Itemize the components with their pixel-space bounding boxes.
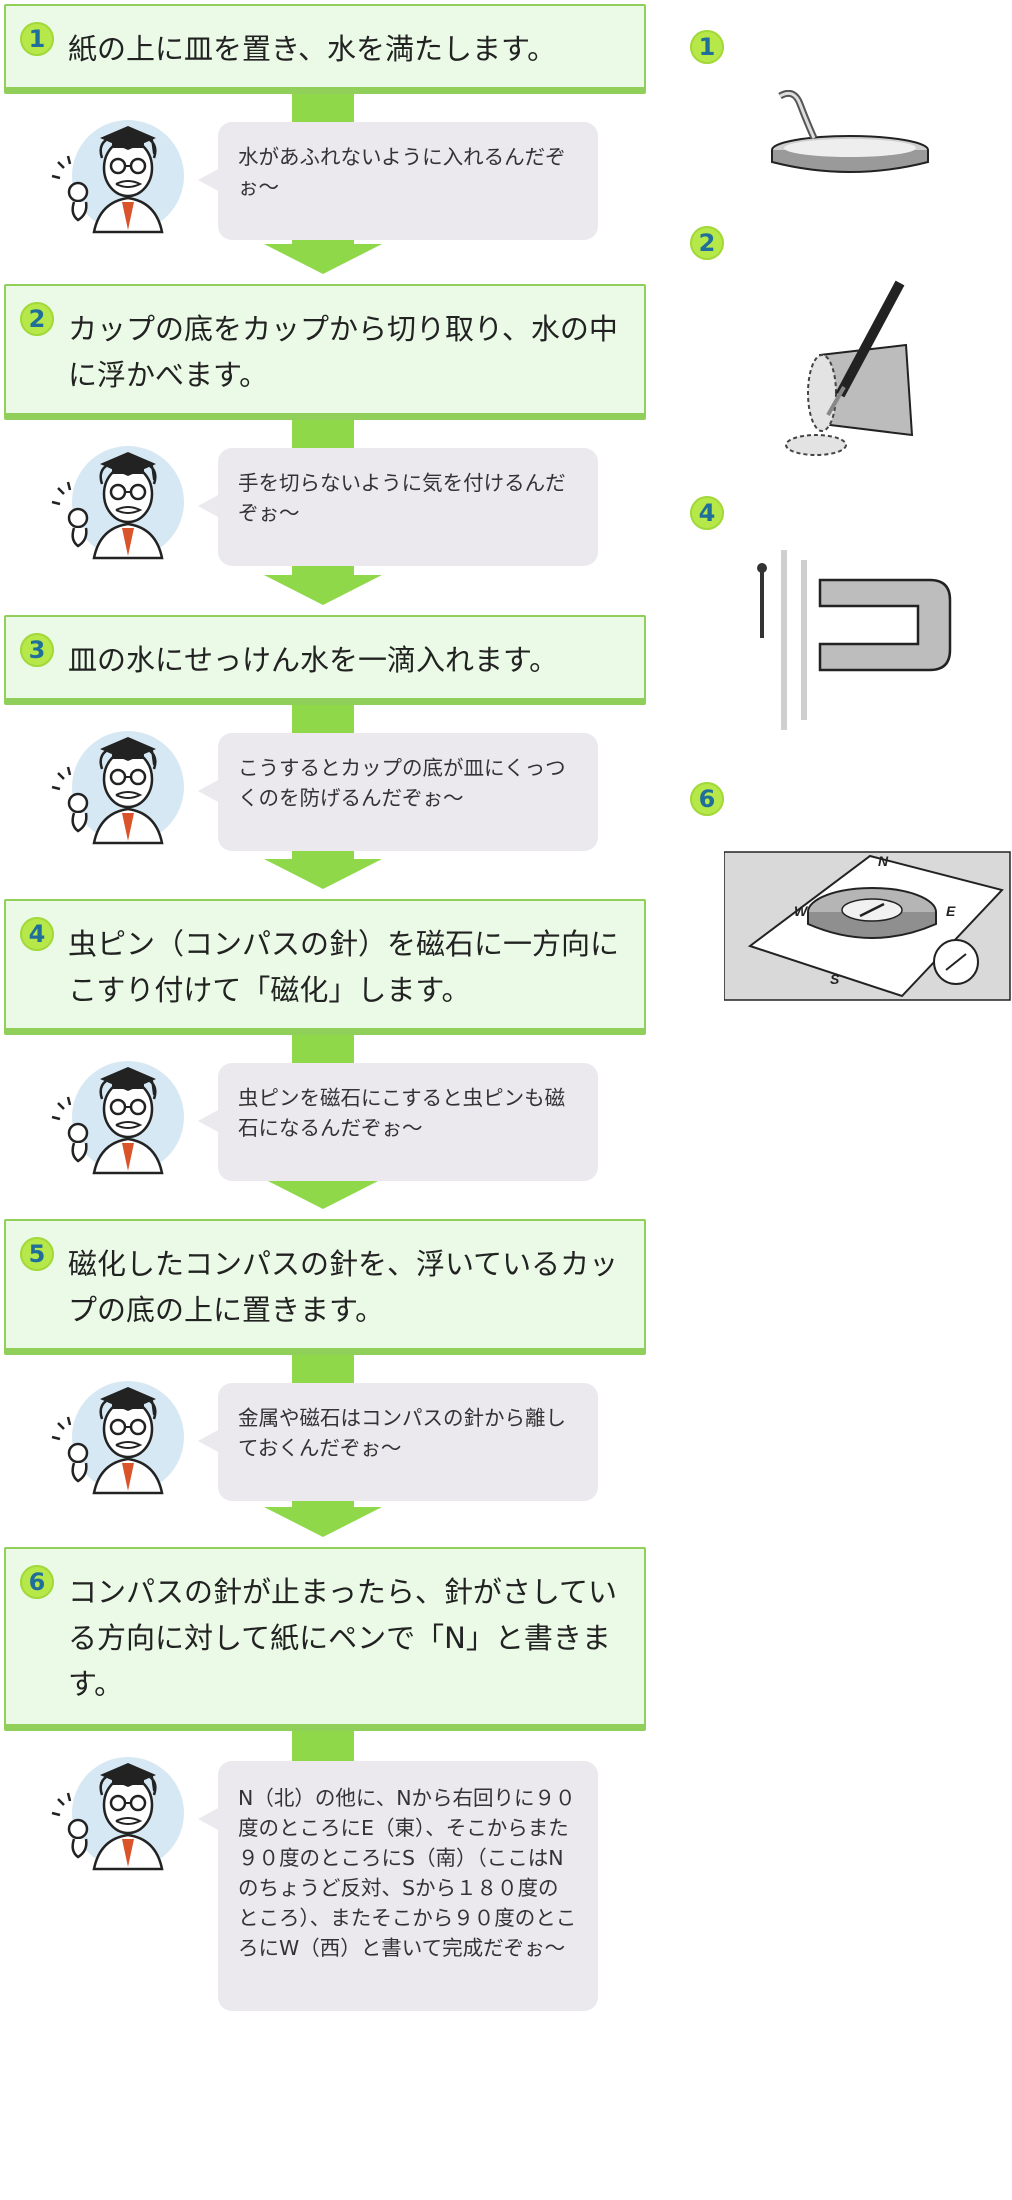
step-2-tip: 手を切らないように気を付けるんだぞぉ〜 [4,420,646,615]
step-3-tip-bubble: こうするとカップの底が皿にくっつくのを防げるんだぞぉ〜 [198,733,598,851]
step-6-tip: N（北）の他に、Nから右回りに９０度のところにE（東）、そこからまた９０度のとこ… [4,1731,646,2061]
step-2-text: カップの底をカップから切り取り、水の中に浮かべます。 [68,312,618,392]
flow-arrow-icon [264,575,382,605]
step-6-tip-bubble: N（北）の他に、Nから右回りに９０度のところにE（東）、そこからまた９０度のとこ… [198,1761,598,2011]
step-1-text: 紙の上に皿を置き、水を満たします。 [68,32,557,66]
step-1-number-badge: 1 [20,22,54,56]
step-2-tip-bubble: 手を切らないように気を付けるんだぞぉ〜 [198,448,598,566]
illustration-4-number-badge: 4 [690,496,724,530]
step-4-text: 虫ピン（コンパスの針）を磁石に一方向にこすり付けて「磁化」します。 [68,927,620,1007]
professor-icon [50,729,186,845]
flow-arrow-icon [264,244,382,274]
step-2-number-badge: 2 [20,302,54,336]
step-6-text: コンパスの針が止まったら、針がさしている方向に対して紙にペンで「N」と書きます。 [68,1575,617,1701]
cutting-cup-illustration-icon [785,280,914,456]
professor-icon [50,444,186,560]
step-5-number-badge: 5 [20,1237,54,1271]
step-1-box: 1 紙の上に皿を置き、水を満たします。 [4,4,646,94]
step-4-box: 4 虫ピン（コンパスの針）を磁石に一方向にこすり付けて「磁化」します。 [4,899,646,1035]
step-5-tip: 金属や磁石はコンパスの針から離しておくんだぞぉ〜 [4,1355,646,1547]
illustration-6-number-badge: 6 [690,782,724,816]
step-5-box: 5 磁化したコンパスの針を、浮いているカップの底の上に置きます。 [4,1219,646,1355]
compass-label-n: N [878,853,889,869]
step-6-number-badge: 6 [20,1565,54,1599]
flow-stem [292,1731,354,1761]
step-2-box: 2 カップの底をカップから切り取り、水の中に浮かべます。 [4,284,646,420]
illustration-1-number-badge: 1 [690,30,724,64]
flow-arrow-icon [264,1179,382,1209]
water-dish-illustration-icon [771,90,929,173]
professor-icon [50,118,186,234]
compass-label-s: S [830,971,840,987]
illustration-2-number-badge: 2 [690,226,724,260]
professor-icon [50,1059,186,1175]
compass-label-e: E [946,903,956,919]
compass-label-w: W [794,903,809,919]
step-3-tip: こうするとカップの底が皿にくっつくのを防げるんだぞぉ〜 [4,705,646,899]
professor-icon [50,1379,186,1495]
step-5-text: 磁化したコンパスの針を、浮いているカップの底の上に置きます。 [68,1247,619,1327]
step-6-box: 6 コンパスの針が止まったら、針がさしている方向に対して紙にペンで「N」と書きま… [4,1547,646,1731]
step-4-tip-bubble: 虫ピンを磁石にこすると虫ピンも磁石になるんだぞぉ〜 [198,1063,598,1181]
step-3-text: 皿の水にせっけん水を一滴入れます。 [68,643,559,677]
floating-compass-illustration-icon: N E S W [724,851,1011,1001]
professor-icon [50,1755,186,1871]
step-1-tip-bubble: 水があふれないように入れるんだぞぉ〜 [198,122,598,240]
flow-arrow-icon [264,859,382,889]
step-4-number-badge: 4 [20,917,54,951]
step-3-box: 3 皿の水にせっけん水を一滴入れます。 [4,615,646,705]
illustrations-column: 1 2 4 6 N E S W [680,0,1012,1050]
step-4-tip: 虫ピンを磁石にこすると虫ピンも磁石になるんだぞぉ〜 [4,1035,646,1219]
flow-arrow-icon [264,1507,382,1537]
step-5-tip-bubble: 金属や磁石はコンパスの針から離しておくんだぞぉ〜 [198,1383,598,1501]
magnet-pin-illustration-icon [757,550,952,730]
steps-column: 1 紙の上に皿を置き、水を満たします。 水があふれないように入れるんだぞぉ〜 2… [4,4,646,2061]
step-1-tip: 水があふれないように入れるんだぞぉ〜 [4,94,646,284]
step-3-number-badge: 3 [20,633,54,667]
